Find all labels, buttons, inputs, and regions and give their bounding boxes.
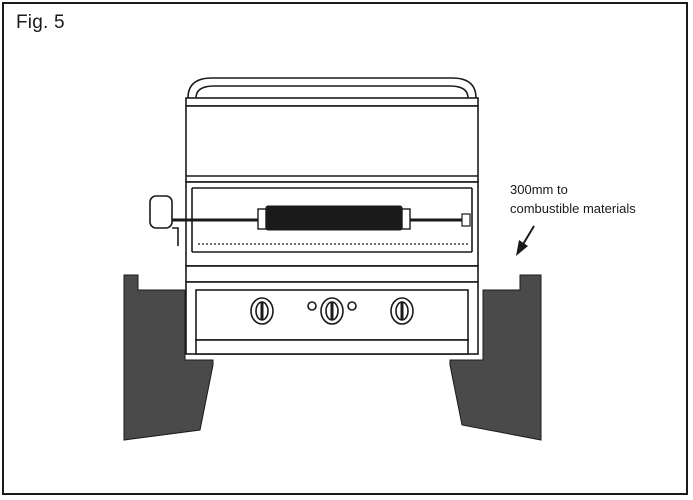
left-combustible-wall: [123, 274, 214, 441]
clearance-annotation-line2: combustible materials: [510, 201, 636, 216]
clearance-annotation-line1: 300mm to: [510, 182, 568, 197]
rotisserie: [149, 195, 471, 246]
right-combustible-wall: [449, 274, 542, 441]
control-knob-icon: [250, 297, 274, 325]
clearance-annotation: 300mm to combustible materials: [510, 180, 636, 218]
control-knob-icon: [390, 297, 414, 325]
grill-hood: [185, 97, 479, 183]
control-knob-icon: [307, 297, 357, 325]
hood-handle: [187, 77, 477, 99]
figure-label: Fig. 5: [16, 12, 65, 33]
arrow-down-left-icon: [516, 225, 535, 256]
